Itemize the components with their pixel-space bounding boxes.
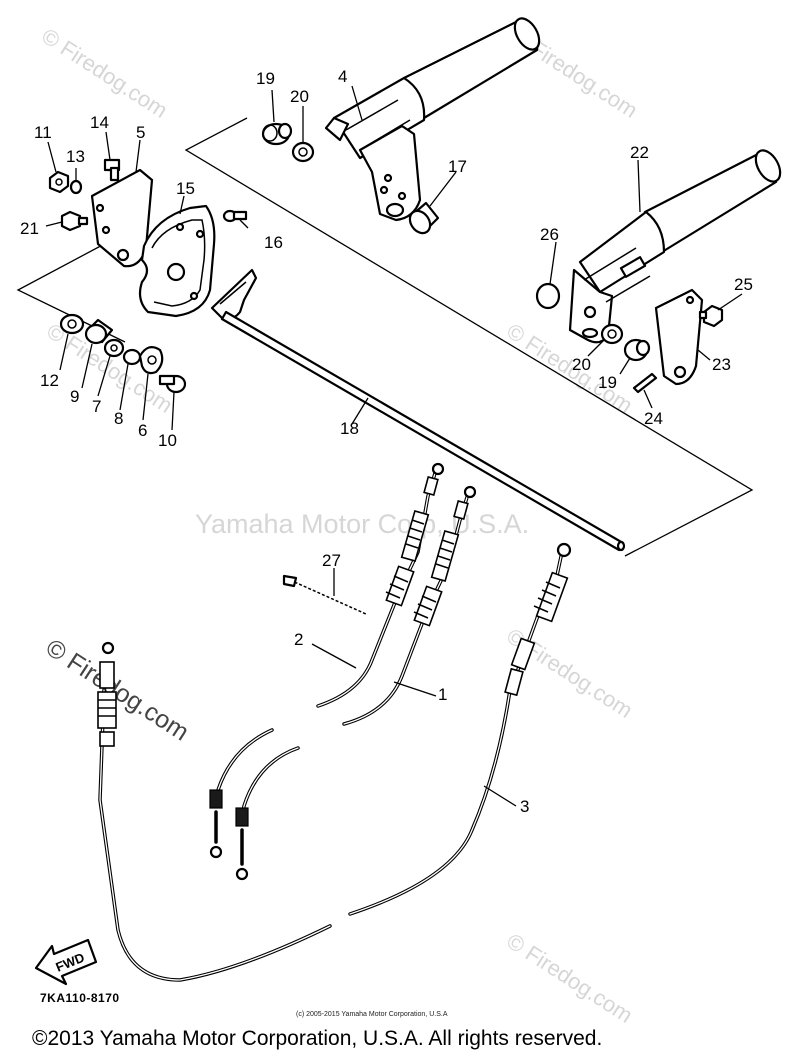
figure-code: 7KA110-8170: [40, 991, 120, 1005]
callout-3: 3: [520, 797, 529, 816]
throttle-lever: [210, 268, 258, 321]
cable-1: [235, 485, 477, 881]
callout-24: 24: [644, 409, 663, 428]
callout-9: 9: [70, 387, 79, 406]
watermark-yamaha: Yamaha Motor Corp, U.S.A.: [195, 509, 529, 539]
watermark-firedog: © Firedog.com: [37, 23, 172, 123]
bracket-5: [90, 168, 154, 268]
washer-8: [122, 348, 142, 366]
bolt-10: [158, 374, 187, 394]
screw-16: [222, 209, 248, 223]
bolt-21: [60, 210, 89, 232]
washer-13: [69, 179, 83, 195]
small-copyright: (c) 2005-2015 Yamaha Motor Corporation, …: [296, 1011, 448, 1018]
collar-17: [408, 201, 440, 235]
callout-19-top: 19: [256, 69, 275, 88]
cable-3: [97, 542, 572, 982]
callout-1: 1: [438, 685, 447, 704]
spacer-9: [84, 318, 114, 345]
nut-11: [48, 170, 70, 194]
callout-19-right: 19: [598, 373, 617, 392]
bolt-25: [698, 304, 724, 328]
throttle-rod-18: [220, 310, 626, 552]
callout-numbers: 1 2 3 4 5 6 7 8 9 10 11 12 13 14 15 16 1…: [20, 67, 753, 816]
callout-5: 5: [136, 123, 145, 142]
left-grip-assembly: [324, 17, 541, 222]
callout-7: 7: [92, 397, 101, 416]
callout-4: 4: [338, 67, 347, 86]
callout-11: 11: [34, 123, 52, 142]
callout-13: 13: [66, 147, 85, 166]
watermark-firedog-dark: © Firedog.com: [41, 634, 194, 747]
callout-18: 18: [340, 419, 359, 438]
washer-20-right: [600, 323, 624, 345]
callout-2: 2: [294, 630, 303, 649]
callout-15: 15: [176, 179, 195, 198]
callout-16: 16: [264, 233, 283, 252]
clip-6: [138, 345, 164, 375]
callout-17: 17: [448, 157, 467, 176]
bracket-23: [654, 288, 704, 386]
callout-23: 23: [712, 355, 731, 374]
fwd-arrow: FWD: [34, 938, 98, 986]
grommet-19-right: [623, 338, 651, 362]
callout-25: 25: [734, 275, 753, 294]
watermark-firedog: © Firedog.com: [502, 928, 637, 1028]
callout-20-top: 20: [290, 87, 309, 106]
callout-21: 21: [20, 219, 39, 238]
leader-lines: [45, 85, 743, 807]
assembly-guide-lines: [16, 117, 754, 557]
cable-2: [209, 462, 445, 859]
callout-14: 14: [90, 113, 109, 132]
washer-12: [59, 313, 85, 335]
copyright-footer: ©2013 Yamaha Motor Corporation, U.S.A. A…: [32, 1027, 602, 1050]
right-throttle-grip: [568, 149, 782, 344]
callout-20-right: 20: [572, 355, 591, 374]
grommet-19-top: [261, 122, 293, 146]
bolt-14: [103, 158, 121, 182]
callout-10: 10: [158, 431, 177, 450]
callout-22: 22: [630, 143, 649, 162]
cable-tie-27: [282, 574, 367, 615]
washer-20-top: [291, 141, 315, 163]
callout-26: 26: [540, 225, 559, 244]
callout-27: 27: [322, 551, 341, 570]
watermarks: © Firedog.com © Firedog.com © Firedog.co…: [37, 23, 642, 1028]
collar-26: [535, 282, 561, 310]
callout-12: 12: [40, 371, 59, 390]
pin-24: [632, 372, 658, 394]
throttle-housing-15: [138, 204, 216, 318]
spacer-7: [103, 338, 125, 358]
callout-6: 6: [138, 421, 147, 440]
callout-8: 8: [114, 409, 123, 428]
